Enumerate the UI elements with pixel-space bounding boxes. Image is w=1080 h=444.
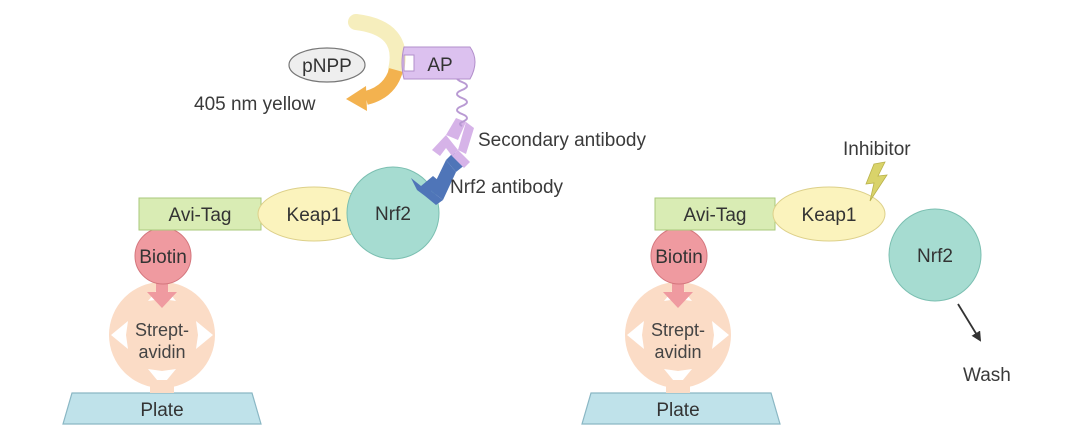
right-nrf2-label: Nrf2 [917, 246, 953, 267]
right-panel: Plate Strept- avidin Biotin Avi-Tag [581, 139, 1011, 425]
left-keap1: Keap1 [257, 186, 371, 242]
pnpp-substrate: pNPP [288, 47, 366, 83]
right-avi-tag: Avi-Tag [654, 197, 776, 231]
left-avi-tag: Avi-Tag [138, 197, 262, 231]
right-strept-label-1: Strept- [651, 320, 705, 340]
left-plate-label: Plate [140, 400, 183, 421]
conversion-arrow [346, 14, 406, 111]
right-biotin: Biotin [650, 227, 708, 308]
wash-label: Wash [963, 365, 1011, 386]
right-streptavidin: Strept- avidin [625, 282, 731, 393]
right-avi-tag-label: Avi-Tag [683, 205, 746, 226]
ap-enzyme: AP [401, 46, 476, 80]
inhibitor-lightning-icon [865, 161, 888, 202]
wash-arrow [957, 303, 982, 342]
right-biotin-label: Biotin [655, 247, 703, 268]
left-biotin-label: Biotin [139, 247, 187, 268]
left-plate: Plate [62, 392, 262, 425]
secondary-antibody-label: Secondary antibody [478, 130, 646, 151]
right-strept-label-2: avidin [654, 342, 701, 362]
left-keap1-label: Keap1 [287, 205, 342, 226]
yellow-label: 405 nm yellow [194, 94, 316, 115]
nrf2-antibody-icon [411, 152, 466, 205]
left-streptavidin: Strept- avidin [109, 282, 215, 393]
left-nrf2-label: Nrf2 [375, 204, 411, 225]
inhibitor-label: Inhibitor [843, 139, 911, 160]
right-plate-label: Plate [656, 400, 699, 421]
right-plate: Plate [581, 392, 781, 425]
left-avi-tag-label: Avi-Tag [168, 205, 231, 226]
right-nrf2: Nrf2 [888, 208, 982, 302]
left-strept-label-1: Strept- [135, 320, 189, 340]
pnpp-label: pNPP [302, 56, 352, 77]
left-panel: Plate Strept- avidin Biotin Avi-Tag [62, 14, 646, 425]
ap-label: AP [427, 55, 452, 76]
nrf2-antibody-label: Nrf2 antibody [450, 177, 564, 198]
left-strept-label-2: avidin [138, 342, 185, 362]
right-keap1: Keap1 [772, 186, 886, 242]
right-keap1-label: Keap1 [802, 205, 857, 226]
left-nrf2: Nrf2 [346, 166, 440, 260]
